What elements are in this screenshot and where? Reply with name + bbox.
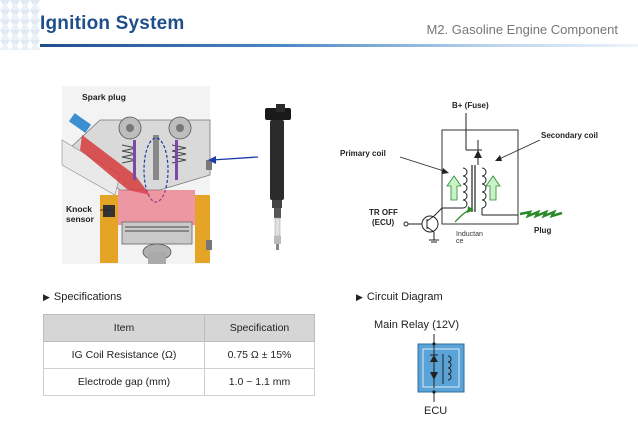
valve-springs	[121, 144, 187, 164]
ecu-label: ECU	[424, 405, 448, 417]
fuel-spray	[80, 135, 150, 195]
circuit-diagram-heading: ▶Circuit Diagram	[356, 291, 443, 303]
spark-zigzag	[519, 209, 563, 219]
camshaft-right	[168, 116, 192, 140]
table-cell: Electrode gap (mm)	[43, 368, 205, 396]
injector	[68, 113, 92, 133]
cylinder-wall-left	[100, 195, 118, 263]
piston	[121, 221, 193, 245]
table-row: Electrode gap (mm) 1.0 ~ 1.1 mm	[43, 368, 315, 396]
inductance-label-1: Inductan	[456, 231, 483, 238]
page-title: Ignition System	[40, 13, 185, 34]
page-subtitle: M2. Gasoline Engine Component	[426, 22, 618, 37]
diode	[474, 150, 482, 158]
knock-sensor-label-1: Knock	[66, 204, 92, 214]
fuse-label: B+ (Fuse)	[452, 101, 489, 110]
spark-plug-label: Spark plug	[82, 92, 126, 102]
coil-body	[270, 120, 284, 200]
column-header-specification: Specification	[204, 314, 315, 342]
secondary-flow-arrow	[485, 175, 501, 201]
table-cell: 0.75 Ω ± 15%	[204, 341, 315, 369]
secondary-coil-label: Secondary coil	[541, 131, 598, 140]
specifications-heading: ▶Specifications	[43, 291, 122, 303]
tr-off-label-1: TR OFF	[369, 208, 398, 217]
combustion-chamber	[118, 190, 195, 225]
cylinder-wall-right	[195, 195, 210, 263]
knock-sensor-label-2: sensor	[66, 214, 94, 224]
column-header-item: Item	[43, 314, 205, 342]
spark-plug-highlight	[143, 137, 169, 203]
specifications-table: Item Specification IG Coil Resistance (Ω…	[43, 314, 315, 396]
primary-coil-label: Primary coil	[340, 149, 386, 158]
main-relay-label: Main Relay (12V)	[374, 319, 459, 331]
header-divider	[40, 44, 638, 47]
secondary-coil	[481, 167, 487, 209]
coil-box	[441, 129, 519, 225]
engine-image-background	[62, 86, 210, 264]
piston-pin	[142, 243, 172, 261]
primary-coil-pointer	[399, 156, 448, 173]
knock-sensor	[103, 205, 115, 217]
table-cell: IG Coil Resistance (Ω)	[43, 341, 205, 369]
spark-plug-hex	[274, 208, 281, 218]
relay-coil	[447, 355, 452, 381]
plug-label: Plug	[534, 226, 552, 235]
specifications-title: Specifications	[53, 291, 122, 303]
triangle-bullet-icon: ▶	[356, 292, 363, 302]
slide-header: Ignition System M2. Gasoline Engine Comp…	[0, 0, 638, 50]
inductance-label-2: ce	[456, 238, 464, 245]
tr-off-label-2: (ECU)	[372, 218, 395, 227]
spark-plug-in-engine	[153, 135, 159, 180]
table-row: IG Coil Resistance (Ω) 0.75 Ω ± 15%	[43, 341, 315, 369]
relay-diode	[430, 355, 438, 362]
inductance-arrow	[454, 209, 471, 223]
corner-pattern-decoration	[0, 0, 40, 50]
pointer-arrow	[211, 156, 259, 161]
transistor	[421, 215, 439, 233]
primary-flow-arrow	[446, 175, 462, 201]
table-cell: 1.0 ~ 1.1 mm	[204, 368, 315, 396]
circuit-diagram-title: Circuit Diagram	[366, 291, 443, 303]
cylinder-head	[67, 119, 211, 191]
intake-port	[61, 139, 121, 196]
table-header-row: Item Specification	[43, 314, 315, 342]
valve-stem-left	[133, 140, 136, 180]
coil-connector	[265, 108, 291, 120]
valve-stem-right	[175, 140, 178, 180]
primary-coil	[462, 167, 468, 209]
triangle-bullet-icon: ▶	[43, 292, 50, 302]
ignition-coil-box	[417, 343, 465, 393]
camshaft-left	[118, 116, 142, 140]
spark-plug-insulator	[274, 217, 281, 237]
secondary-coil-pointer	[496, 139, 541, 161]
